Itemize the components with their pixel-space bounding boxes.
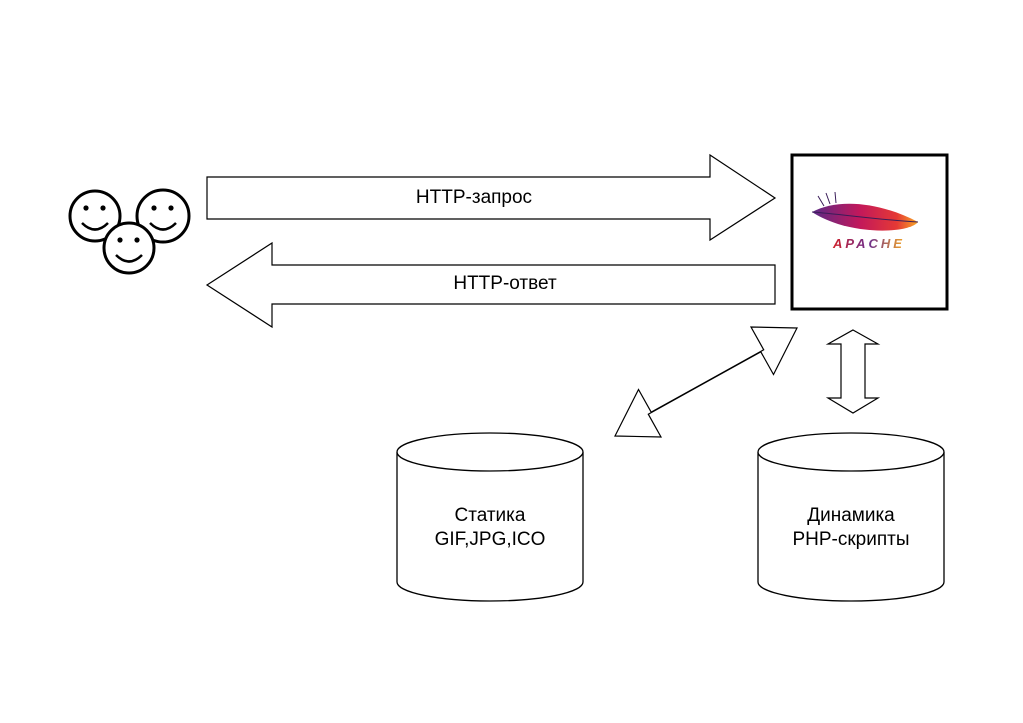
dynamic-double-arrow [825, 329, 881, 414]
dynamic-storage-label: Динамика PHP-скрипты [771, 504, 931, 552]
smiley-left-icon [68, 189, 122, 243]
static-storage-label: Статика GIF,JPG,ICO [410, 504, 570, 552]
apache-logo-text: APACHE [832, 236, 905, 251]
request-arrow [206, 153, 777, 242]
apache-feather-icon [811, 191, 919, 231]
response-arrow-label: HTTP-ответ [453, 273, 557, 294]
static-storage-cylinder [396, 432, 584, 602]
response-arrow [205, 241, 776, 329]
dynamic-storage-title: Динамика [807, 505, 895, 526]
smiley-faces-icon [68, 188, 191, 275]
static-double-arrow [614, 326, 798, 438]
dynamic-storage-scripts: PHP-скрипты [792, 529, 910, 550]
dynamic-storage-cylinder [757, 432, 945, 602]
static-storage-formats: GIF,JPG,ICO [434, 529, 546, 550]
apache-server-box [790, 153, 949, 311]
smiley-bottom-icon [102, 221, 156, 275]
smiley-right-icon [135, 188, 191, 244]
request-arrow-label: HTTP-запрос [415, 187, 533, 208]
static-storage-title: Статика [454, 505, 526, 526]
